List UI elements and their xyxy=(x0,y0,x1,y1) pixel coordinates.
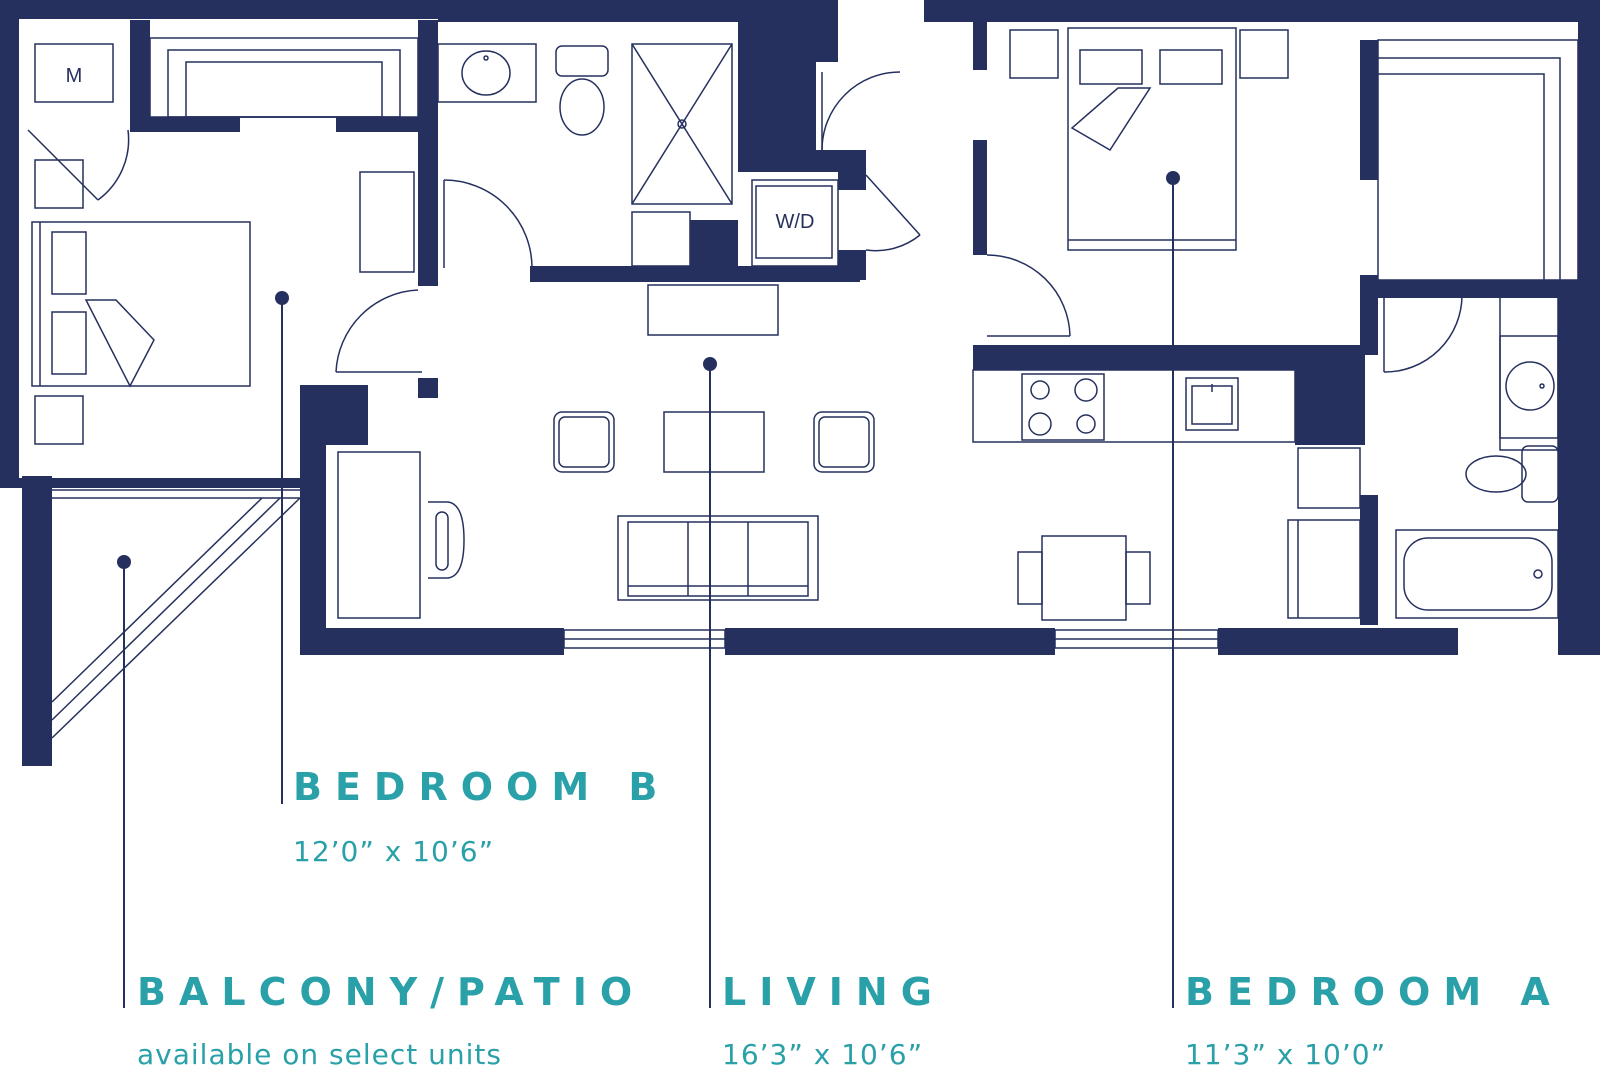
wall-left-upper xyxy=(0,0,19,488)
bedroom-a-leader xyxy=(1172,178,1174,1008)
washer-dryer xyxy=(751,179,839,267)
mechanical-unit xyxy=(34,43,114,103)
wall-bath-top xyxy=(438,0,816,22)
wall-living-bottom-b xyxy=(725,628,1055,655)
kitchen-sink xyxy=(1185,377,1239,431)
wall-closet-a-bottom xyxy=(1378,280,1600,298)
dining-table xyxy=(1041,535,1127,621)
wall-bedroom-b-top-a xyxy=(130,117,240,132)
wall-closet-a-left xyxy=(1360,40,1378,180)
bedroom-b-title: BEDROOM B xyxy=(293,765,671,809)
bedroom-a-size: 11’3” x 10’0” xyxy=(1185,1038,1387,1066)
wall-bedroom-b-right xyxy=(418,20,438,286)
shower-b xyxy=(631,43,733,205)
wall-bedroom-a-top xyxy=(924,0,1600,22)
living-leader xyxy=(709,364,711,1008)
wall-kitchen-top xyxy=(973,345,1365,370)
ottoman-right xyxy=(813,411,875,473)
bed-bedroom-b xyxy=(31,221,251,387)
walls xyxy=(0,0,1600,766)
mechanical-label: M xyxy=(66,65,83,87)
wall-living-bottom-a xyxy=(300,628,564,655)
windows xyxy=(149,37,1579,649)
balcony-leader xyxy=(123,562,125,1008)
vanity-b xyxy=(437,43,537,103)
wall-bath-right xyxy=(738,0,816,150)
wall-bedroom-b-top-b xyxy=(336,117,424,132)
door-swings xyxy=(27,71,1463,373)
wall-bedroom-a-right xyxy=(1578,0,1600,305)
wall-bedroom-b-right-stub xyxy=(418,378,438,398)
wall-bath-top-stub xyxy=(816,0,838,62)
bathtub-a xyxy=(1395,529,1559,619)
fixtures xyxy=(31,27,1559,621)
wall-kitchen-right-block xyxy=(1295,370,1365,445)
bed-bedroom-a xyxy=(1067,27,1237,251)
wall-bath-a-right xyxy=(1558,280,1600,655)
dresser-bedroom-b xyxy=(359,171,415,273)
kitchen-counter xyxy=(972,369,1296,443)
sofa xyxy=(617,515,819,601)
wall-wd-top xyxy=(738,150,866,172)
ottoman-left xyxy=(553,411,615,473)
range xyxy=(1021,373,1105,441)
wall-bedroom-a-left xyxy=(973,0,987,70)
wall-closet-bedroom-b xyxy=(130,20,150,120)
wall-living-left-block xyxy=(300,385,368,445)
wall-living-bottom-c xyxy=(1218,628,1458,655)
wall-wd-bottom xyxy=(838,250,866,280)
toilet-tank-b xyxy=(555,45,609,77)
wall-bath-a-left xyxy=(1360,275,1378,355)
living-title: LIVING xyxy=(722,970,945,1014)
refrigerator xyxy=(1287,519,1361,619)
wall-bedroom-b-bottom xyxy=(0,478,300,488)
wall-bath-right-block xyxy=(690,220,738,280)
bedroom-b-size: 12’0” x 10’6” xyxy=(293,835,495,868)
wall-bath-a-left-lower xyxy=(1360,495,1378,625)
toilet-tank-a xyxy=(1521,445,1559,503)
wall-bedroom-a-left-b xyxy=(973,140,987,255)
bedroom-b-leader xyxy=(281,298,283,804)
balcony-note: available on select units xyxy=(137,1038,502,1066)
desk xyxy=(337,451,421,619)
wall-left-lower xyxy=(22,476,52,766)
balcony-railing xyxy=(51,489,301,739)
living-size: 16’3” x 10’6” xyxy=(722,1038,924,1066)
washer-dryer-label: W/D xyxy=(776,211,815,233)
window-bedroom-a xyxy=(1377,39,1579,281)
bedroom-a-title: BEDROOM A xyxy=(1185,970,1563,1014)
balcony-title: BALCONY/PATIO xyxy=(137,970,646,1014)
coffee-table xyxy=(663,411,765,473)
tv-console xyxy=(647,284,779,336)
